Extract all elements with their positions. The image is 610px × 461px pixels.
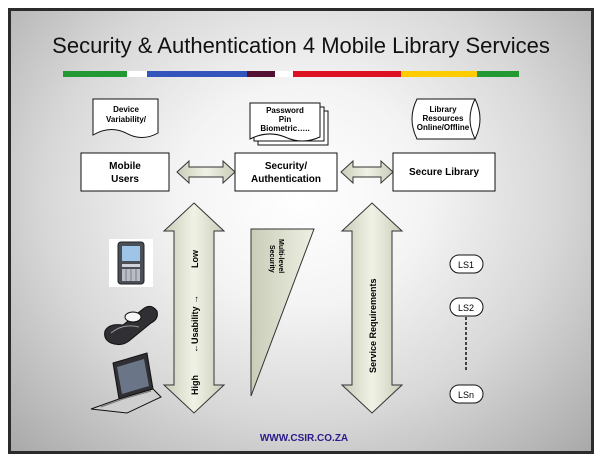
users-security-arrow [176,159,236,185]
password-doc-line-1: Password [266,106,304,115]
security-box-line-1: Security/ [265,161,307,172]
device-variability-doc: Device Variability/ [92,98,159,138]
multilevel-line-1: Multi-level [277,239,284,273]
multilevel-line-2: Security [268,245,275,273]
ls-node-n-label: LSn [458,390,474,400]
library-resources-storage: Library Resources Online/Offline [411,98,481,140]
resources-line-1: Library [429,105,457,114]
usability-label: ←Usability → [190,295,200,353]
password-doc-line-2: Pin [279,115,292,124]
security-authentication-box: Security/ Authentication [234,152,338,192]
stripe-segment [477,71,519,77]
resources-line-2: Resources [423,114,464,123]
stripe-segment [275,71,293,77]
ls-node-2: LS2 [449,297,484,317]
service-requirements-label: Service Requirements [368,278,378,373]
multilevel-security-triangle [250,228,315,397]
secure-library-box: Secure Library [392,152,496,192]
pda-icon [109,239,153,287]
stripe-segment [63,71,127,77]
stripe-segment [147,71,247,77]
password-doc-line-3: Biometric….. [260,124,309,133]
ls-node-2-label: LS2 [458,303,474,313]
service-requirements-arrow [340,202,404,414]
stripe-segment [401,71,477,77]
slide-title: Security & Authentication 4 Mobile Libra… [52,33,550,58]
security-library-arrow [340,159,394,185]
diagram: Device Variability/ Password Pin Biometr… [80,98,496,444]
usability-arrow [162,202,226,414]
stripe-segment [127,71,147,77]
ls-node-1: LS1 [449,254,484,274]
usability-high-label: High [190,375,200,395]
laptop-icon [90,352,162,414]
footer-url: WWW.CSIR.CO.ZA [260,433,348,444]
device-doc-line-2: Variability/ [106,115,147,124]
device-doc-line-1: Device [113,105,139,114]
resources-line-3: Online/Offline [417,123,470,132]
password-doc-stack: Password Pin Biometric….. [249,102,329,146]
usability-low-label: Low [190,249,200,268]
flip-phone-icon [104,305,158,346]
mobile-users-line-2: Users [111,174,139,185]
security-box-line-2: Authentication [251,174,321,185]
ls-node-n: LSn [449,384,484,404]
ls-node-1-label: LS1 [458,260,474,270]
secure-library-label: Secure Library [409,167,479,178]
stripe-segment [247,71,275,77]
mobile-users-line-1: Mobile [109,161,141,172]
stripe-segment [293,71,401,77]
mobile-users-box: Mobile Users [80,152,170,192]
slide-frame: Security & Authentication 4 Mobile Libra… [8,8,594,454]
